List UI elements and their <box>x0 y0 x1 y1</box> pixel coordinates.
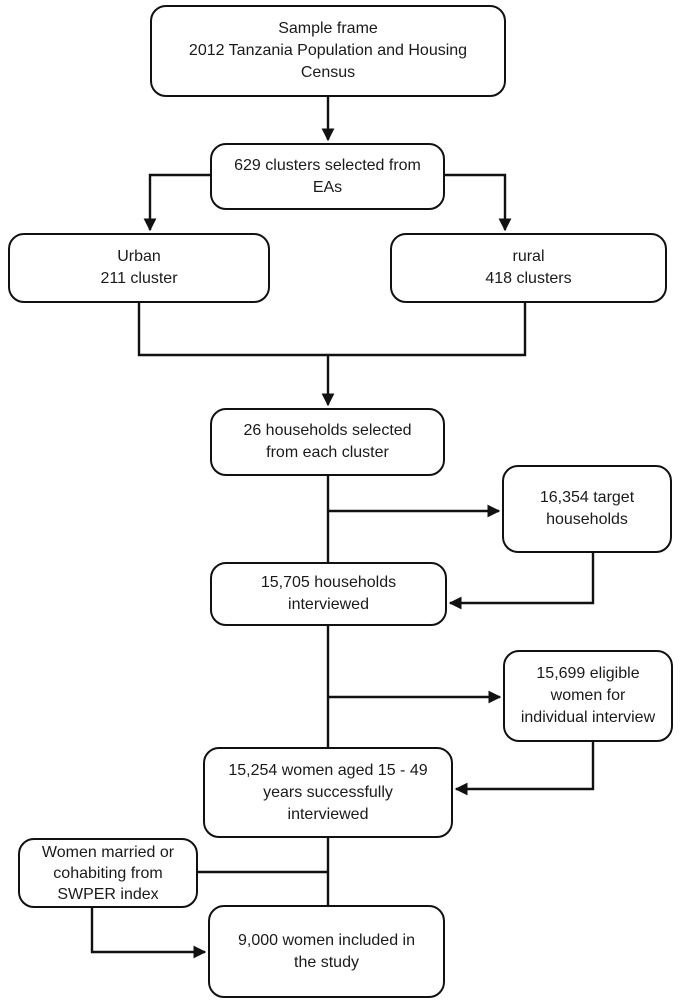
node-households-interviewed-line2: interviewed <box>288 596 369 613</box>
node-eligible-women-line3: individual interview <box>520 709 656 726</box>
node-women-interviewed: 15,254 women aged 15 - 49 years successf… <box>203 747 453 838</box>
node-included-line2: the study <box>294 953 359 971</box>
node-eligible-women: 15,699 eligible women for individual int… <box>503 650 673 742</box>
node-swper-line1: Women married or <box>41 843 175 861</box>
node-women-interviewed-line2: years successfully <box>263 783 393 801</box>
connector-urban-rural-merge <box>137 303 527 357</box>
node-households-interviewed-line1: 15,705 households <box>260 574 397 591</box>
node-sample-frame: Sample frame 2012 Tanzania Population an… <box>150 5 506 97</box>
node-clusters-line1: 629 clusters selected from <box>234 156 421 174</box>
connector-clusters-to-rural <box>445 173 512 232</box>
node-households-selected-line1: 26 households selected <box>243 422 412 439</box>
node-rural-line2: 418 clusters <box>485 270 572 287</box>
node-swper-line2: cohabiting from <box>53 864 163 882</box>
node-rural-line1: rural <box>512 248 545 265</box>
node-eligible-women-line2: women for <box>550 687 626 704</box>
connector-swper-to-included <box>90 908 207 959</box>
node-target-households-line2: households <box>546 511 628 528</box>
connector-target-to-households-interviewed <box>448 553 595 610</box>
node-households-interviewed: 15,705 households interviewed <box>210 562 447 626</box>
connector-eligible-to-women-interviewed <box>454 742 595 796</box>
node-sample-frame-line1: Sample frame <box>278 20 378 37</box>
node-included-line1: 9,000 women included in <box>237 931 415 949</box>
node-households-selected-line2: from each cluster <box>266 444 389 461</box>
node-urban-line2: 211 cluster <box>100 270 178 287</box>
node-sample-frame-line2: 2012 Tanzania Population and Housing <box>188 42 468 59</box>
node-clusters: 629 clusters selected from EAs <box>210 143 445 210</box>
node-included: 9,000 women included in the study <box>208 905 445 998</box>
node-target-households-line1: 16,354 target <box>539 489 635 506</box>
node-women-interviewed-line1: 15,254 women aged 15 - 49 <box>228 761 428 779</box>
node-households-selected: 26 households selected from each cluster <box>210 408 445 476</box>
node-target-households: 16,354 target households <box>502 465 672 553</box>
node-clusters-line2: EAs <box>312 178 343 196</box>
connector-clusters-to-urban <box>143 173 210 232</box>
node-swper: Women married or cohabiting from SWPER i… <box>18 838 198 908</box>
node-urban: Urban 211 cluster <box>8 233 270 303</box>
node-rural: rural 418 clusters <box>390 233 667 303</box>
node-eligible-women-line1: 15,699 eligible <box>536 665 640 682</box>
node-sample-frame-line3: Census <box>300 64 356 81</box>
node-swper-line3: SWPER index <box>57 885 159 903</box>
node-women-interviewed-line3: interviewed <box>287 805 369 823</box>
node-urban-line1: Urban <box>117 248 161 265</box>
